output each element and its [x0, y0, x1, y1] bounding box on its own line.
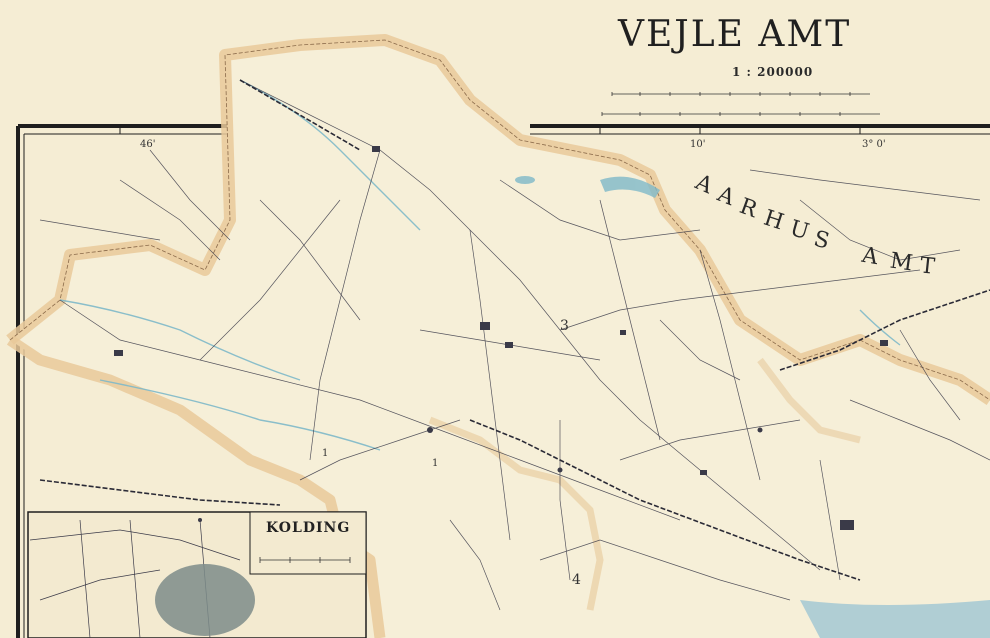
longitude-label-mid: 10': [690, 139, 706, 150]
rivers: [59, 79, 901, 451]
district-number: 4: [572, 572, 581, 588]
inset-title: KOLDING: [266, 520, 351, 536]
scale-bars: [601, 92, 880, 116]
map-scale: 1 : 200000: [732, 65, 814, 79]
map-title: VEJLE AMT: [618, 14, 852, 55]
water-features: [515, 176, 990, 638]
district-number: 1: [322, 448, 329, 459]
inset-kolding: [27, 511, 367, 638]
region-letter: M: [888, 248, 915, 277]
county-region: [10, 40, 990, 638]
region-letter: T: [918, 253, 936, 280]
settlements: [114, 146, 888, 530]
railways: [39, 79, 990, 581]
district-number: 1: [432, 458, 439, 469]
inset-lake: [155, 564, 255, 636]
longitude-label-right: 3° 0': [862, 139, 886, 150]
district-number: 3: [560, 318, 569, 334]
longitude-label-left: 46': [140, 139, 156, 150]
